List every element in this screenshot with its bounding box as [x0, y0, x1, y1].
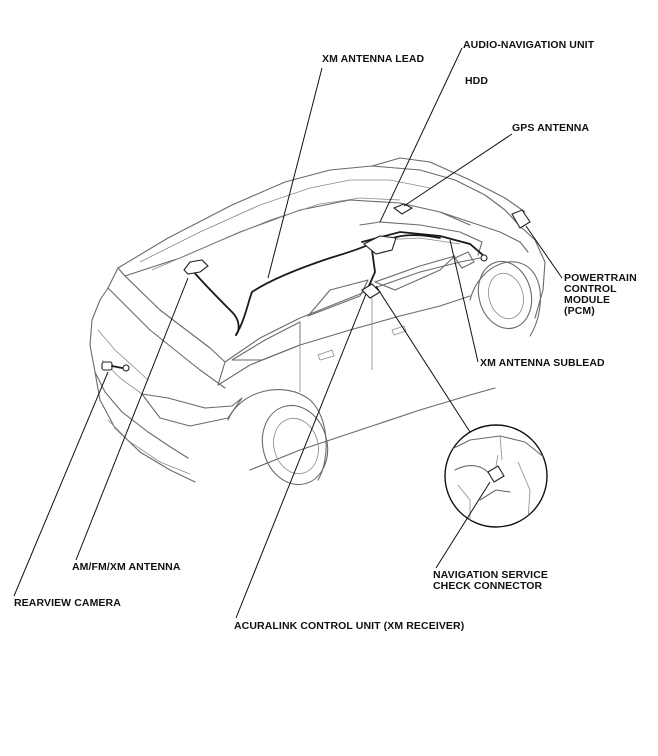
- leader-lines: [13, 47, 563, 619]
- label-gps-antenna: GPS ANTENNA: [512, 122, 590, 134]
- navigation-service-check-connector-part: [487, 465, 505, 483]
- camera-connector: [122, 364, 130, 372]
- label-pcm: POWERTRAIN CONTROL MODULE (PCM): [564, 273, 637, 317]
- am-fm-xm-antenna-part: [183, 259, 209, 275]
- label-am-fm-xm-antenna: AM/FM/XM ANTENNA: [72, 561, 181, 573]
- label-pcm-line-1: POWERTRAIN: [564, 272, 637, 284]
- label-audio-navigation-unit: AUDIO-NAVIGATION UNIT: [463, 39, 595, 51]
- sublead-connector: [480, 254, 488, 262]
- label-hdd: HDD: [465, 75, 489, 87]
- label-pcm-line-2: CONTROL: [564, 283, 617, 295]
- connector-detail-view: [444, 424, 548, 528]
- rearview-camera-part: [101, 361, 113, 371]
- label-xm-antenna-sublead: XM ANTENNA SUBLEAD: [480, 357, 605, 369]
- antenna-cables: [191, 231, 485, 336]
- label-acuralink-control-unit: ACURALINK CONTROL UNIT (XM RECEIVER): [234, 620, 465, 632]
- vehicle-body: [89, 157, 546, 486]
- label-pcm-line-3: MODULE: [564, 294, 611, 306]
- gps-antenna-part: [392, 203, 414, 215]
- label-navigation-service-check-connector: NAVIGATION SERVICE CHECK CONNECTOR: [433, 570, 548, 592]
- label-xm-antenna-lead: XM ANTENNA LEAD: [322, 53, 425, 65]
- pcm-part: [511, 209, 531, 229]
- label-nav-line-2: CHECK CONNECTOR: [433, 580, 543, 592]
- audio-navigation-unit-part: [363, 235, 397, 255]
- label-rearview-camera: REARVIEW CAMERA: [14, 597, 121, 609]
- components: [101, 203, 531, 372]
- label-pcm-line-4: (PCM): [564, 305, 595, 317]
- label-nav-line-1: NAVIGATION SERVICE: [433, 569, 548, 581]
